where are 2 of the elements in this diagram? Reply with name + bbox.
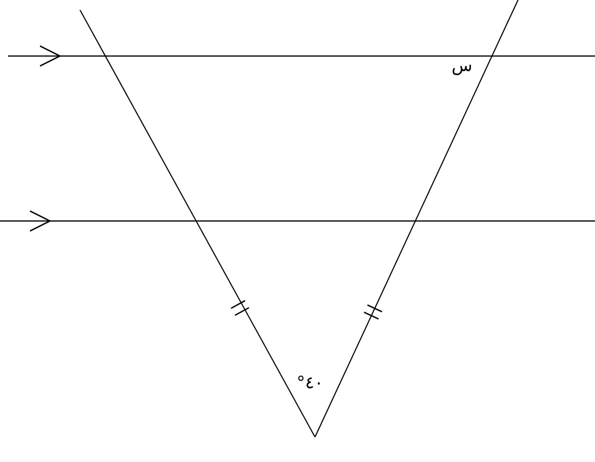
angle-label: °٤٠ xyxy=(298,376,320,388)
angle-label: س xyxy=(452,64,471,76)
